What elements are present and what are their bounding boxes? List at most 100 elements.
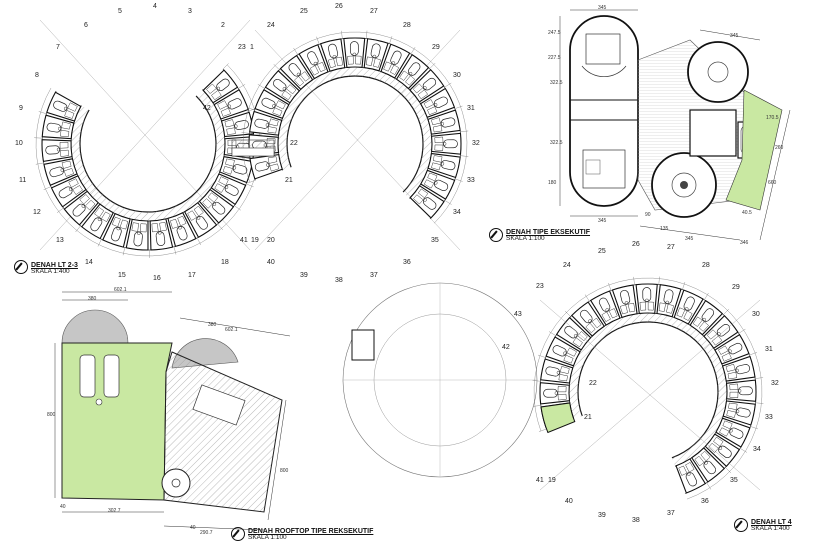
dimension-tick	[36, 163, 44, 164]
plan-lt-4	[343, 277, 763, 500]
unit-number-label: 29	[432, 44, 440, 51]
unit-kitchen	[730, 392, 738, 398]
dimension-label: 40	[190, 525, 196, 531]
north-arrow-icon	[231, 527, 245, 541]
unit-number-label: 7	[56, 44, 60, 51]
unit-number-label: 5	[118, 8, 122, 15]
unit-capsule	[643, 287, 651, 301]
unit-capsule	[738, 387, 752, 395]
unit-kitchen	[435, 145, 443, 151]
dimension-label: 345	[685, 236, 693, 242]
unit-number-label: 21	[285, 177, 293, 184]
unit-number-label: 36	[701, 498, 709, 505]
dimension-tick	[411, 47, 415, 54]
title-eksekutif-scale: SKALA 1:100	[506, 236, 590, 243]
unit-number-label: 15	[118, 272, 126, 279]
unit-number-label: 19	[251, 237, 259, 244]
unit-number-label: 6	[84, 22, 88, 29]
unit-number-label: 40	[565, 498, 573, 505]
dimension-tick	[533, 380, 541, 381]
unit-number-label: 11	[19, 177, 26, 184]
unit-number-label: 3	[188, 8, 192, 15]
unit-number-label: 1	[250, 44, 254, 51]
dimension-tick	[274, 64, 280, 70]
unit-number-label: 23	[238, 44, 246, 51]
dimension-label: 90	[645, 212, 651, 218]
unit-bathroom	[558, 394, 566, 400]
dimension-tick	[538, 355, 546, 358]
unit-kitchen	[60, 142, 68, 148]
unit-bathroom	[60, 150, 69, 157]
rooftop-dome-left	[62, 310, 128, 343]
unit-number-label: 22	[290, 140, 298, 147]
dimension-label: 290.7	[200, 530, 213, 536]
dimension-label: 180	[548, 180, 556, 186]
plan-rooftop	[55, 292, 290, 530]
dimension-tick	[565, 311, 571, 317]
lounger	[80, 355, 95, 397]
dimension-label: 227.5	[548, 55, 561, 61]
unit-number-label: 35	[431, 237, 439, 244]
dimension-label: 800	[280, 468, 288, 474]
dimension-tick	[174, 247, 176, 255]
eks-round-room	[688, 42, 748, 102]
dimension-label: 302.7	[108, 508, 121, 514]
eks-left-capsule	[570, 16, 638, 206]
eks-bath	[690, 110, 736, 156]
dimension-label: 170.5	[766, 115, 779, 121]
dimension-tick	[460, 156, 468, 157]
unit-number-label: 24	[267, 22, 275, 29]
unit-number-label: 39	[300, 272, 308, 279]
dimension-tick	[197, 238, 201, 245]
unit-kitchen	[356, 56, 362, 64]
dimension-label: 660	[768, 180, 776, 186]
dimension-label: 345	[598, 218, 606, 224]
dimension-label: 345	[730, 33, 738, 39]
title-eksekutif: DENAH TIPE EKSEKUTIF SKALA 1:100	[506, 229, 590, 243]
unit-number-label: 12	[33, 209, 41, 216]
title-lt4-scale: SKALA 1:400	[751, 526, 792, 533]
unit-capsule	[350, 41, 358, 55]
title-lt23: DENAH LT 2-3 SKALA 1:400	[31, 262, 78, 276]
lounger	[104, 355, 119, 397]
side-table	[96, 399, 102, 405]
inner-arc	[578, 322, 718, 458]
dimension-tick	[98, 239, 102, 246]
dimension-label: 322.5	[550, 140, 563, 146]
dimension-tick	[76, 226, 81, 232]
unit-number-label: 33	[467, 177, 475, 184]
eks-spiral-core	[680, 181, 688, 189]
dimension-tick	[533, 405, 541, 406]
unit-number-label: 35	[730, 477, 738, 484]
unit-number-label: 2	[221, 22, 225, 29]
unit-number-label: 8	[35, 72, 39, 79]
dimension-tick	[341, 31, 342, 39]
unit-bathroom	[640, 302, 646, 310]
unit-kitchen	[227, 128, 236, 135]
unit-bathroom	[348, 56, 354, 64]
dimension-tick	[659, 277, 660, 285]
unit-number-label: 19	[548, 477, 556, 484]
unit-number-label: 31	[765, 346, 773, 353]
dimension-tick	[634, 277, 635, 285]
unit-number-label: 26	[632, 241, 640, 248]
title-rooftop: DENAH ROOFTOP TIPE REKSEKUTIF SKALA 1:10…	[248, 528, 373, 542]
dimension-tick	[725, 467, 731, 473]
unit-number-label: 21	[584, 414, 592, 421]
dimension-label: 345	[598, 5, 606, 11]
dimension-label: 602.1	[225, 327, 238, 333]
unit-number-label: 38	[632, 517, 640, 524]
unit-number-label: 32	[771, 380, 779, 387]
unit-number-label: 37	[370, 272, 378, 279]
dimension-label: 40.5	[742, 210, 752, 216]
stair-core-lt4-left	[352, 330, 374, 360]
dimension-label: 346	[740, 240, 748, 246]
unit-number-label: 41	[240, 237, 248, 244]
dimension-tick	[123, 247, 125, 255]
north-arrow-icon	[489, 228, 503, 242]
dimension-label: 135	[660, 226, 668, 232]
unit-number-label: 39	[598, 512, 606, 519]
stair-core	[232, 148, 274, 156]
dimension-tick	[218, 224, 223, 230]
